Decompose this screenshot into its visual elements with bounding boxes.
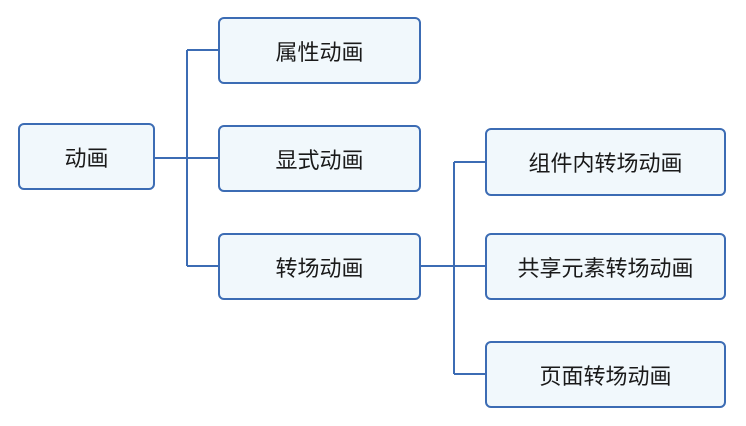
node-label: 组件内转场动画 (528, 152, 683, 177)
node-label: 属性动画 (275, 40, 364, 66)
node-shared-element-transition-animation: 共享元素转场动画 (485, 233, 726, 300)
node-label: 显式动画 (275, 148, 364, 174)
node-label: 页面转场动画 (539, 364, 672, 390)
node-component-transition-animation: 组件内转场动画 (485, 128, 726, 196)
node-property-animation: 属性动画 (218, 17, 421, 84)
node-label: 共享元素转场动画 (517, 256, 694, 282)
node-animation-root: 动画 (18, 123, 155, 190)
node-page-transition-animation: 页面转场动画 (485, 341, 726, 408)
node-label: 动画 (64, 146, 109, 172)
node-transition-animation: 转场动画 (218, 233, 421, 300)
node-explicit-animation: 显式动画 (218, 125, 421, 192)
node-label: 转场动画 (275, 256, 364, 282)
